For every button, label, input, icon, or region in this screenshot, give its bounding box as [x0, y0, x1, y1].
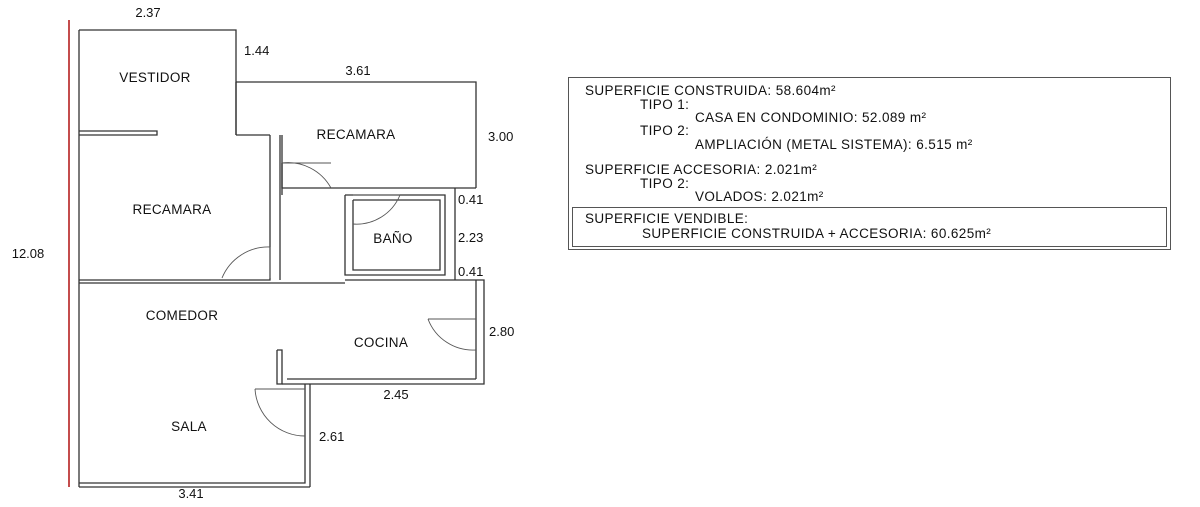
dimension-2-37: 2.37 [135, 5, 160, 20]
dimension-1-44: 1.44 [244, 43, 269, 58]
dimension-0-41-top: 0.41 [458, 192, 483, 207]
room-label-vestidor: VESTIDOR [119, 70, 190, 85]
room-label-bano: BAÑO [373, 231, 412, 246]
superficie-construida: SUPERFICIE CONSTRUIDA: 58.604m² [585, 83, 836, 98]
accesoria-tipo2-label: TIPO 2: [640, 176, 690, 191]
superficie-accesoria: SUPERFICIE ACCESORIA: 2.021m² [585, 162, 818, 177]
room-labels: VESTIDOR RECAMARA RECAMARA BAÑO COMEDOR … [119, 70, 412, 434]
room-label-comedor: COMEDOR [146, 308, 219, 323]
vendible-box: SUPERFICIE VENDIBLE: SUPERFICIE CONSTRUI… [572, 207, 1167, 247]
room-label-recamara-left: RECAMARA [133, 202, 212, 217]
accesoria-tipo2-value: VOLADOS: 2.021m² [695, 189, 824, 204]
dimension-labels: 2.37 1.44 3.61 3.00 0.41 2.23 0.41 2.80 … [12, 5, 515, 501]
tipo1-label: TIPO 1: [640, 97, 690, 112]
doors [221, 162, 477, 437]
area-summary-box: SUPERFICIE CONSTRUIDA: 58.604m² TIPO 1: … [568, 77, 1171, 250]
door-cocina [427, 318, 477, 351]
door-recamara-left [221, 246, 271, 279]
door-bano [352, 194, 401, 225]
dimension-2-61: 2.61 [319, 429, 344, 444]
floor-plan: VESTIDOR RECAMARA RECAMARA BAÑO COMEDOR … [12, 5, 515, 501]
dimension-2-23: 2.23 [458, 230, 483, 245]
dimension-3-00: 3.00 [488, 129, 513, 144]
dimension-0-41-bottom: 0.41 [458, 264, 483, 279]
tipo1-value: CASA EN CONDOMINIO: 52.089 m² [695, 110, 927, 125]
dimension-2-80: 2.80 [489, 324, 514, 339]
vendible-value: SUPERFICIE CONSTRUIDA + ACCESORIA: 60.62… [642, 226, 992, 241]
dimension-12-08: 12.08 [12, 246, 45, 261]
door-recamara [281, 162, 332, 189]
dimension-3-61: 3.61 [345, 63, 370, 78]
walls [78, 29, 485, 488]
room-label-sala: SALA [171, 419, 207, 434]
tipo2-value: AMPLIACIÓN (METAL SISTEMA): 6.515 m² [695, 137, 973, 152]
room-label-cocina: COCINA [354, 335, 408, 350]
door-sala [254, 388, 306, 437]
dimension-3-41: 3.41 [178, 486, 203, 501]
room-label-recamara-upper: RECAMARA [317, 127, 396, 142]
dimension-2-45: 2.45 [383, 387, 408, 402]
superficie-vendible: SUPERFICIE VENDIBLE: [585, 211, 749, 226]
tipo2-label: TIPO 2: [640, 123, 690, 138]
